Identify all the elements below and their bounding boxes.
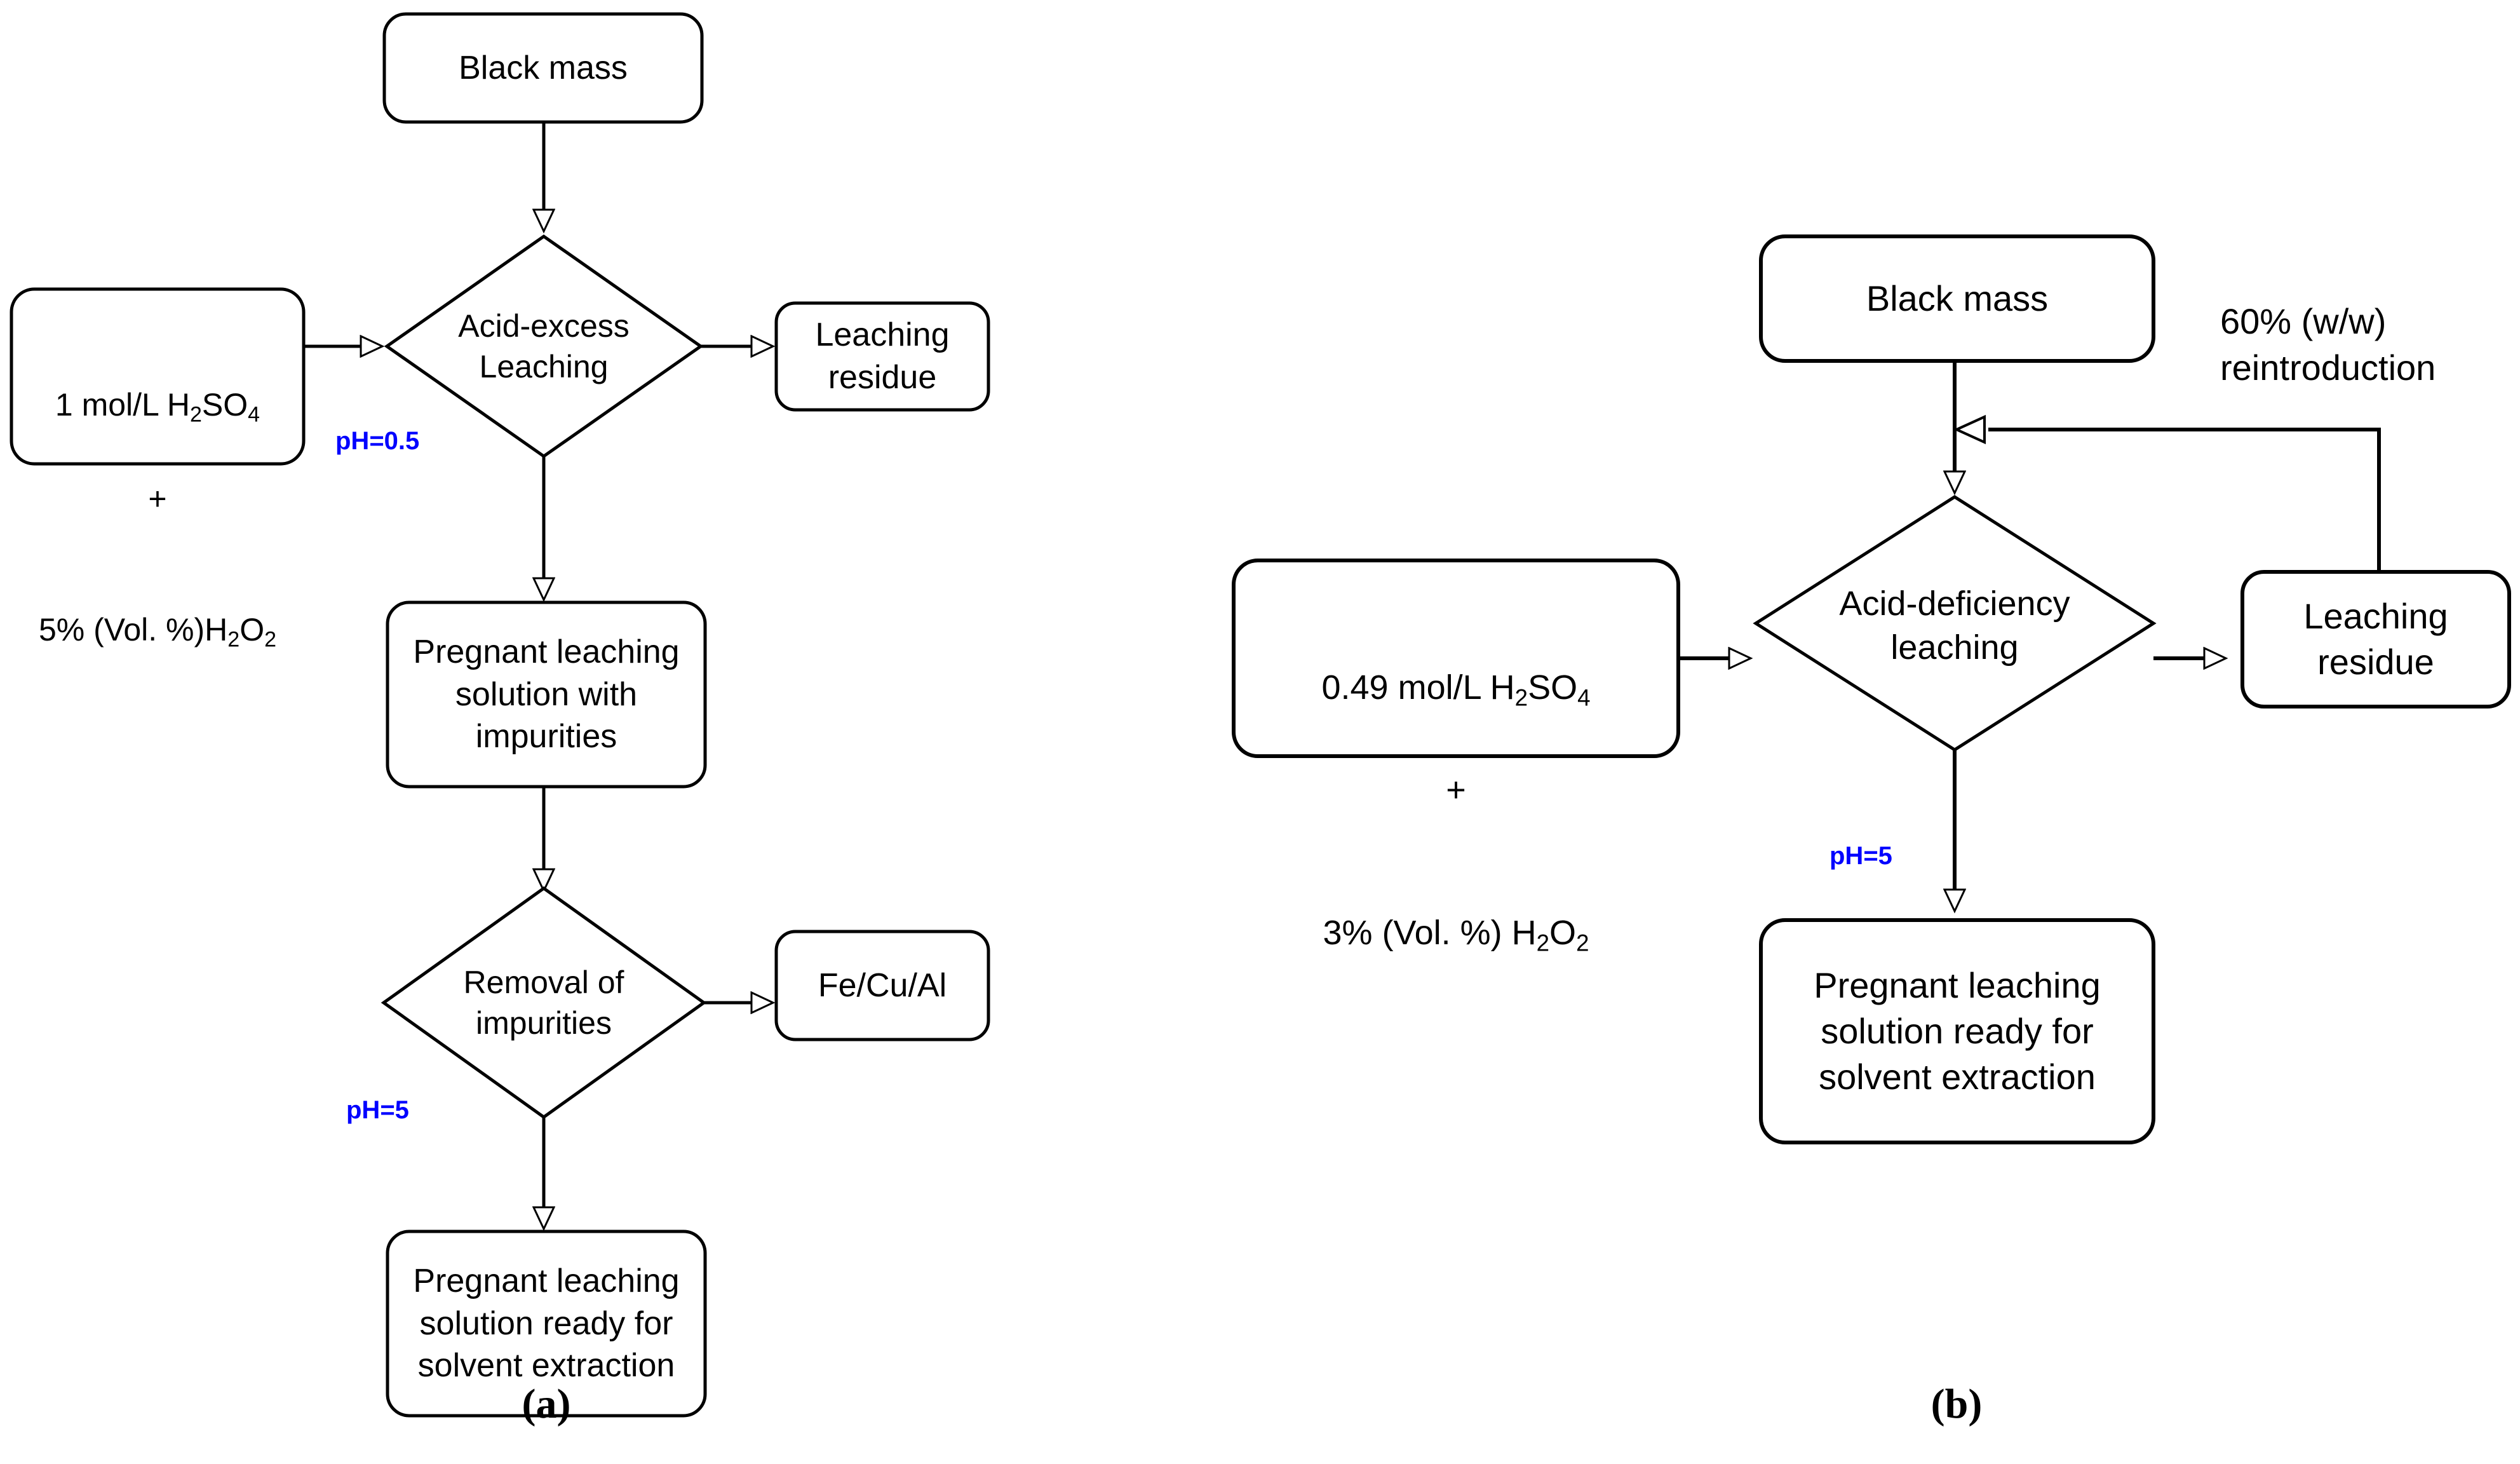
panel-a-leaching-residue-shape [774, 301, 990, 412]
panel-b-black-mass-shape [1759, 234, 2155, 363]
panel-b-reagent-shape [1232, 559, 1680, 758]
panel-a-pls-ready-shape [386, 1230, 707, 1418]
panel-b-reintroduction-label: 60% (w/w) reintroduction [2220, 301, 2436, 388]
panel-a-removal-diamond-shape [381, 886, 707, 1120]
panel-b-pls-ready-shape [1759, 918, 2155, 1144]
panel-a-ph-removal-label: pH=5 [346, 1096, 409, 1124]
panel-a-pls-impure-shape [386, 600, 707, 789]
panel-b-recycle-arrowhead-icon [1953, 414, 1986, 445]
panel-b-leaching-residue-shape [2240, 570, 2511, 708]
panel-a-ph-leaching-label: pH=0.5 [335, 427, 420, 455]
panel-b-caption: (b) [1930, 1381, 1983, 1427]
panel-a-black-mass-shape [382, 12, 704, 124]
panel-a-reagent-shape [10, 287, 306, 466]
panel-a-leaching-diamond-shape [384, 234, 704, 459]
panel-b-recycle-loop-line [1988, 428, 2381, 572]
panel-a-fecual-shape [774, 930, 990, 1041]
panel-b-ph-leaching-label: pH=5 [1829, 842, 1892, 870]
panel-a-caption: (a) [522, 1381, 571, 1427]
panel-b-leaching-diamond-shape [1753, 495, 2157, 752]
